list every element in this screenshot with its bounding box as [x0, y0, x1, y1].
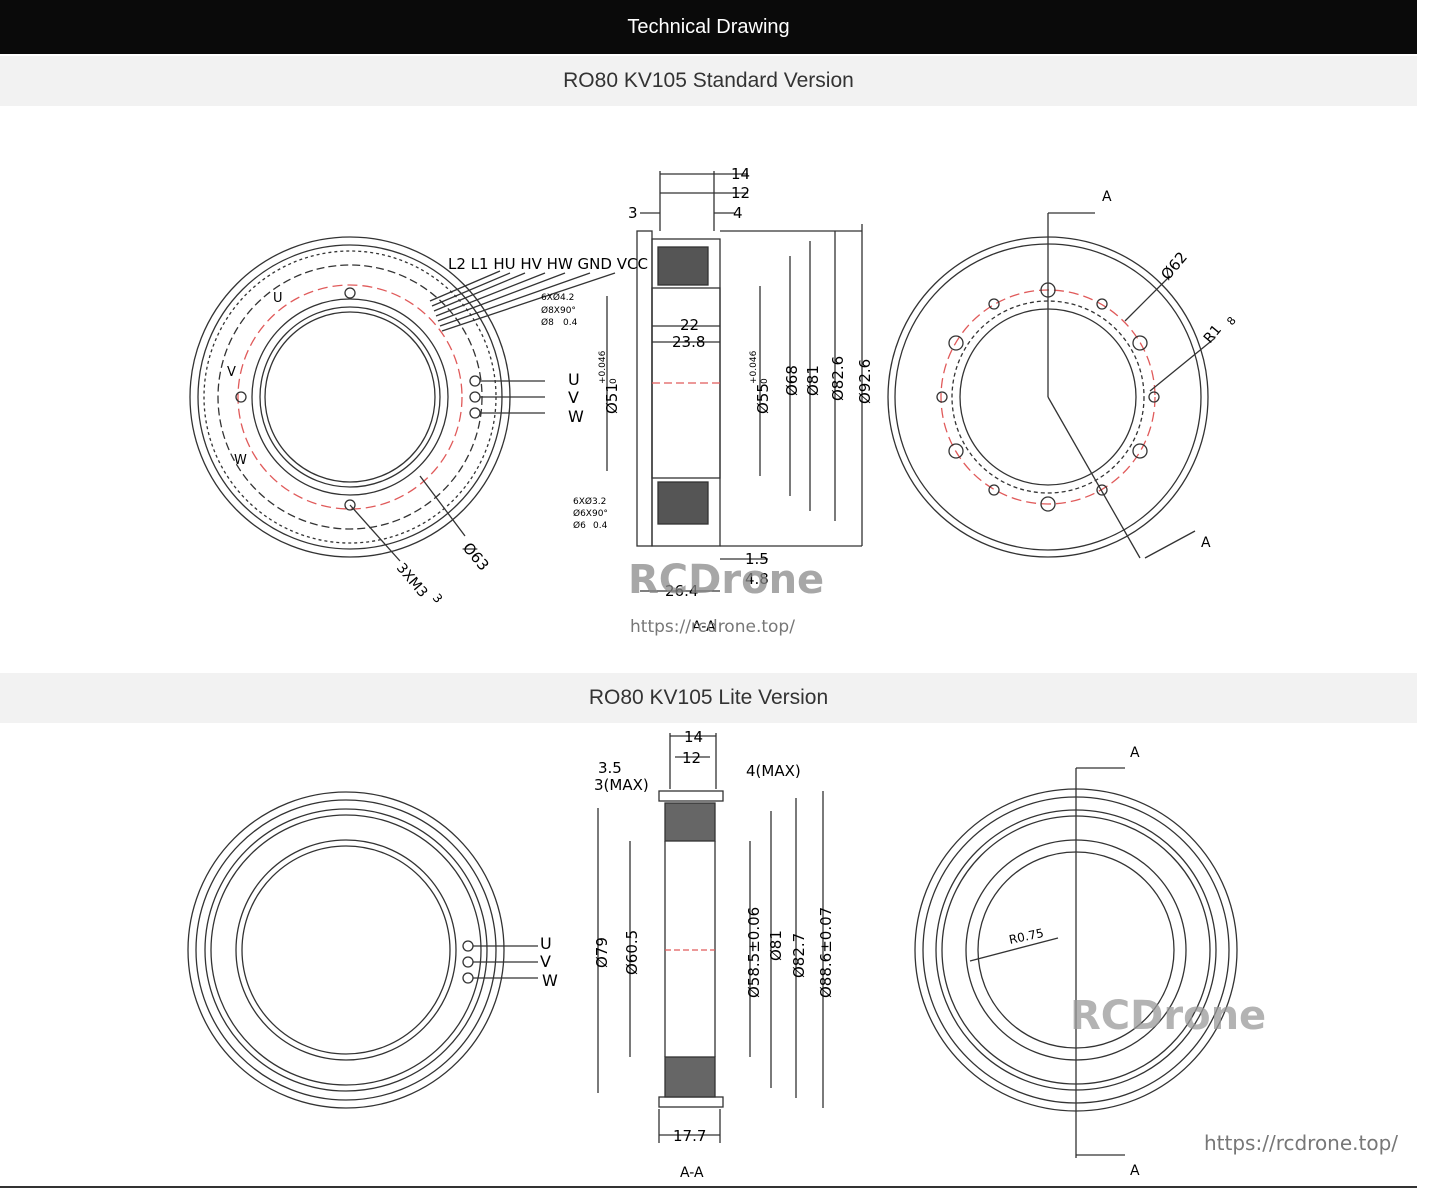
section-label-aa: A-A [680, 1165, 704, 1181]
hole-note-top-4: 0.4 [563, 318, 578, 328]
dim-d51-tol-lower: 0 [609, 378, 619, 384]
phase-label-w: W [568, 407, 584, 426]
inner-label-u: U [273, 291, 283, 306]
dim-d79: Ø79 [593, 937, 611, 968]
lite-front-view [187, 791, 538, 1109]
bottom-divider [0, 1186, 1417, 1188]
dim-3-max: 3(MAX) [594, 776, 649, 794]
thread-depth: 3 [430, 591, 446, 606]
dim-4: 4 [733, 204, 743, 222]
hole-note-top-3: Ø8 [541, 317, 554, 328]
dim-26-4: 26.4 [665, 582, 698, 600]
header-title: Technical Drawing [627, 15, 790, 38]
dim-22: 22 [680, 316, 699, 334]
phase-label-w: W [542, 971, 558, 990]
watermark-url: https://rcdrone.top/ [1204, 1131, 1398, 1155]
hole-note-bottom-2: Ø6X90° [573, 508, 608, 519]
phase-label-u: U [540, 934, 552, 953]
dim-d82-7: Ø82.7 [790, 933, 808, 978]
dim-23-8: 23.8 [672, 333, 705, 351]
dim-d82-6: Ø82.6 [829, 356, 847, 401]
standard-front-view [189, 236, 616, 562]
phase-label-v: V [568, 388, 579, 407]
dim-d55-tol-lower: 0 [760, 378, 770, 384]
section-marker-a-bottom: A [1130, 1163, 1140, 1179]
standard-section-view [606, 171, 863, 592]
thread-callout: 3XM3 [393, 560, 431, 601]
dim-14: 14 [684, 728, 703, 746]
section-title-standard: RO80 KV105 Standard Version [0, 56, 1417, 106]
hole-note-top-2: Ø8X90° [541, 305, 576, 316]
watermark-logo: RCDrone [628, 557, 824, 603]
dim-d81: Ø81 [767, 930, 785, 961]
standard-rear-view [887, 212, 1216, 559]
dim-d55-tol-upper: +0.046 [749, 350, 759, 384]
dim-d92-6: Ø92.6 [856, 359, 874, 404]
dim-d51: Ø51 [603, 383, 621, 414]
dim-d88-6: Ø88.6±0.07 [817, 907, 835, 998]
dim-d58-5: Ø58.5±0.06 [745, 907, 763, 998]
section-marker-a-top: A [1130, 745, 1140, 761]
dim-4-8: 4.8 [745, 570, 769, 588]
section-label-aa: A-A [692, 619, 716, 635]
watermark-url: https://rcdrone.top/ [630, 617, 795, 637]
dim-12: 12 [731, 184, 750, 202]
dim-d55: Ø55 [754, 383, 772, 414]
hole-note-bottom-4: 0.4 [593, 521, 608, 531]
rear-radius-note: R1 [1201, 322, 1225, 347]
phase-label-u: U [568, 370, 580, 389]
dim-d60-5: Ø60.5 [623, 930, 641, 975]
dim-d68: Ø68 [783, 365, 801, 396]
lite-drawing-svg: U V W 14 12 3.5 3(MAX) 4(MAX) Ø79 Ø60.5 … [187, 728, 1398, 1181]
section-title-text: RO80 KV105 Lite Version [588, 686, 829, 709]
dim-17-7: 17.7 [673, 1127, 706, 1145]
hole-note-bottom-1: 6XØ3.2 [573, 496, 606, 507]
dim-d51-tol-upper: +0.046 [598, 350, 608, 384]
inner-label-v: V [227, 365, 236, 380]
wire-labels: L2 L1 HU HV HW GND VCC [448, 255, 648, 273]
dim-3: 3 [628, 204, 638, 222]
lite-section-view [597, 733, 824, 1143]
watermark-logo: RCDrone [1070, 993, 1266, 1039]
standard-drawing-svg: L2 L1 HU HV HW GND VCC U V W U V W 3XM3 … [189, 165, 1239, 637]
standard-version-drawing: L2 L1 HU HV HW GND VCC U V W U V W 3XM3 … [0, 106, 1429, 671]
hole-note-bottom-3: Ø6 [573, 520, 586, 531]
page-header: Technical Drawing [0, 0, 1417, 54]
dim-1-5: 1.5 [745, 550, 769, 568]
dim-4-max: 4(MAX) [746, 762, 801, 780]
phase-label-v: V [540, 952, 551, 971]
dim-14: 14 [731, 165, 750, 183]
dim-d81: Ø81 [804, 365, 822, 396]
section-marker-a-top: A [1102, 189, 1112, 205]
dim-12: 12 [682, 749, 701, 767]
inner-label-w: W [234, 453, 247, 468]
section-title-lite: RO80 KV105 Lite Version [0, 673, 1417, 723]
section-marker-a-bottom: A [1201, 535, 1211, 551]
lite-rear-view [914, 767, 1238, 1158]
rear-radius-depth: 8 [1224, 314, 1238, 328]
rear-pcd-label: Ø62 [1157, 248, 1191, 283]
pcd-callout: Ø63 [459, 539, 493, 574]
rear-radius-note: R0.75 [1008, 926, 1045, 947]
dim-3-5: 3.5 [598, 759, 622, 777]
lite-version-drawing: U V W 14 12 3.5 3(MAX) 4(MAX) Ø79 Ø60.5 … [0, 723, 1429, 1189]
section-title-text: RO80 KV105 Standard Version [563, 69, 854, 92]
hole-note-top-1: 6XØ4.2 [541, 292, 574, 303]
